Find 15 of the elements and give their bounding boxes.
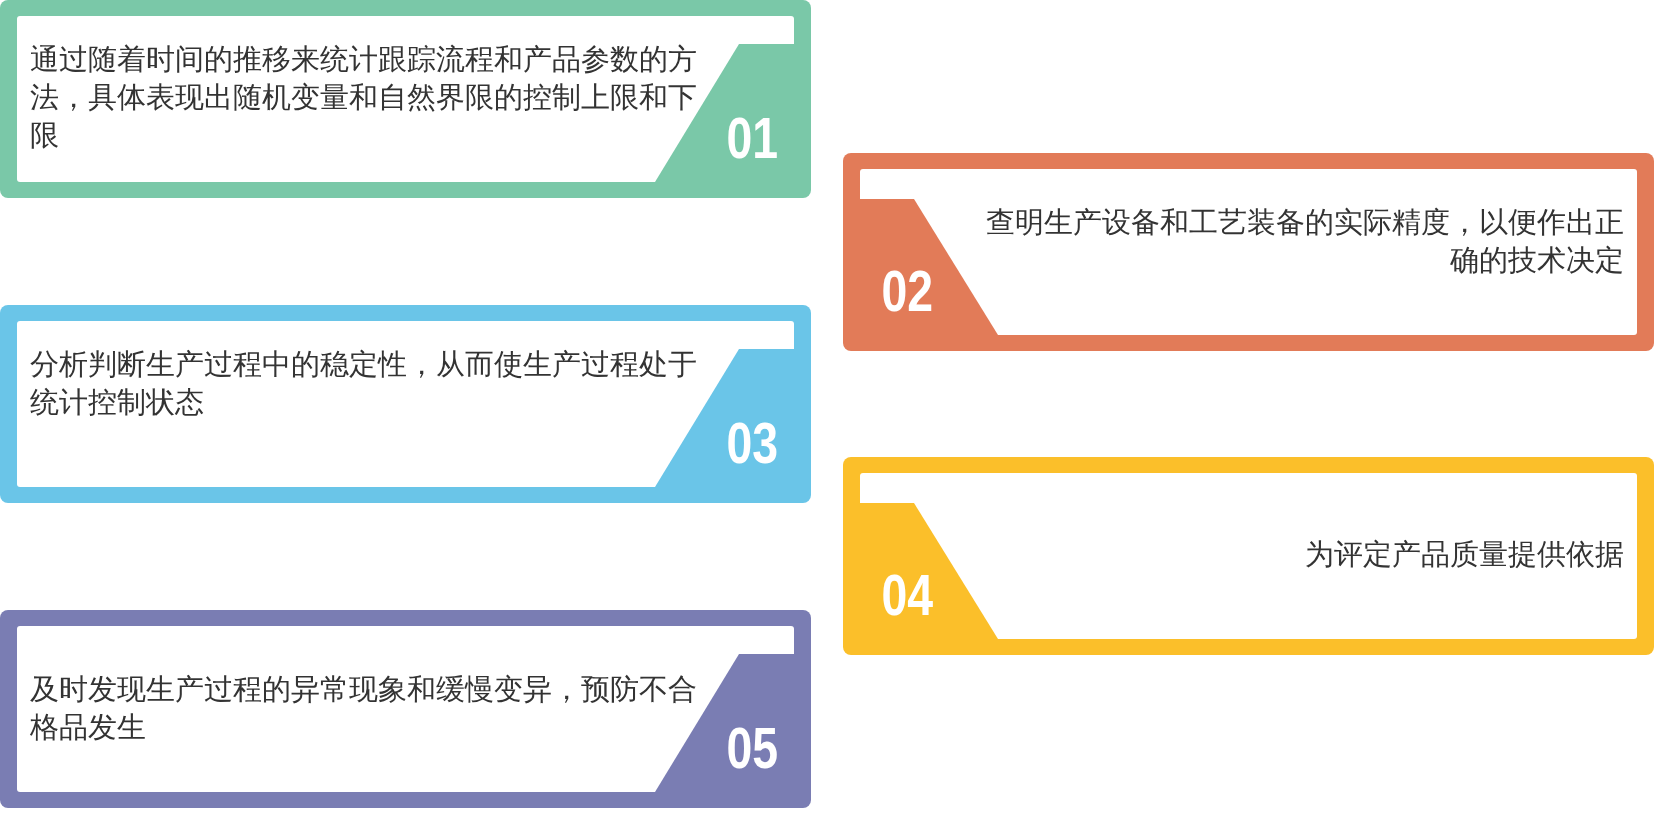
card-text: 及时发现生产过程的异常现象和缓慢变异，预防不合格品发生 (30, 671, 698, 746)
step-card (0, 0, 811, 198)
card-text: 查明生产设备和工艺装备的实际精度，以便作出正确的技术决定 (985, 204, 1624, 279)
step-card (843, 457, 1654, 655)
step-number: 01 (726, 108, 779, 168)
card-text: 为评定产品质量提供依据 (1304, 536, 1624, 573)
step-number: 02 (881, 261, 934, 321)
step-card (843, 153, 1654, 351)
step-number: 04 (881, 565, 934, 625)
card-text: 通过随着时间的推移来统计跟踪流程和产品参数的方法，具体表现出随机变量和自然界限的控制上限和下限 (30, 41, 698, 154)
step-number: 05 (726, 718, 779, 778)
step-number: 03 (726, 413, 779, 473)
step-card (0, 305, 811, 503)
step-card (0, 610, 811, 808)
card-text: 分析判断生产过程中的稳定性，从而使生产过程处于统计控制状态 (30, 346, 698, 421)
